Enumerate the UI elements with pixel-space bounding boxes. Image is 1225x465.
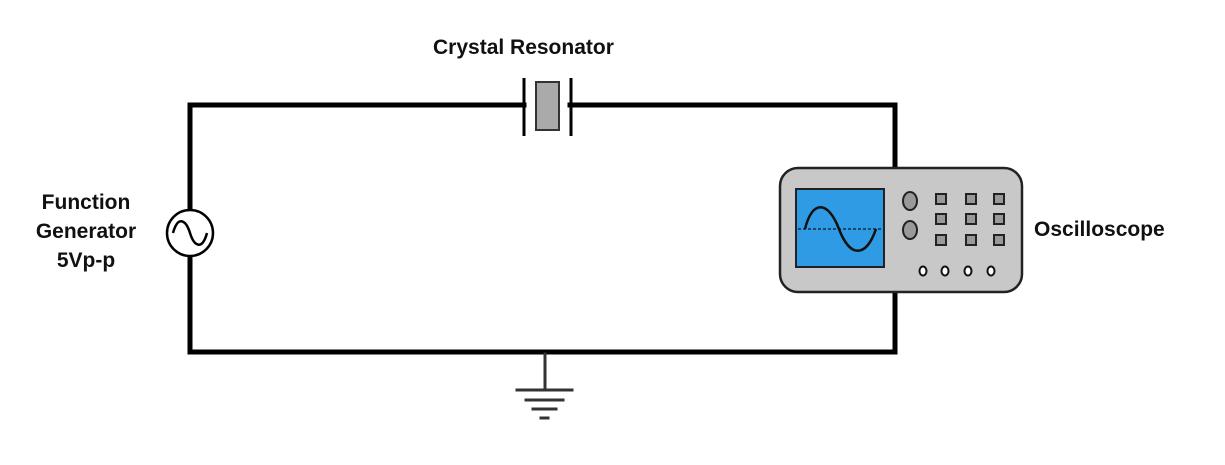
oscilloscope-screen xyxy=(795,188,885,268)
oscilloscope-connectors xyxy=(918,265,996,277)
function-generator-label: Function Generator 5Vp-p xyxy=(22,188,150,275)
crystal-resonator-icon xyxy=(522,78,573,136)
function-generator-label-line-3: 5Vp-p xyxy=(56,249,116,272)
function-generator-label-line-2: Generator xyxy=(35,220,137,243)
function-generator-label-line-1: Function xyxy=(41,191,131,214)
oscilloscope-knob xyxy=(902,191,918,211)
wire-top-right xyxy=(567,102,898,171)
wire-bottom xyxy=(187,327,898,355)
oscilloscope-buttons xyxy=(935,193,1005,246)
ac-source-icon xyxy=(165,208,215,258)
ground-icon xyxy=(515,352,574,420)
oscilloscope-label: Oscilloscope xyxy=(1034,218,1165,241)
crystal-resonator-label: Crystal Resonator xyxy=(433,36,614,59)
wire-top-left xyxy=(187,102,527,333)
oscilloscope-icon xyxy=(778,166,1024,294)
oscilloscope-waveform xyxy=(803,206,878,252)
oscilloscope-knob xyxy=(902,220,918,240)
